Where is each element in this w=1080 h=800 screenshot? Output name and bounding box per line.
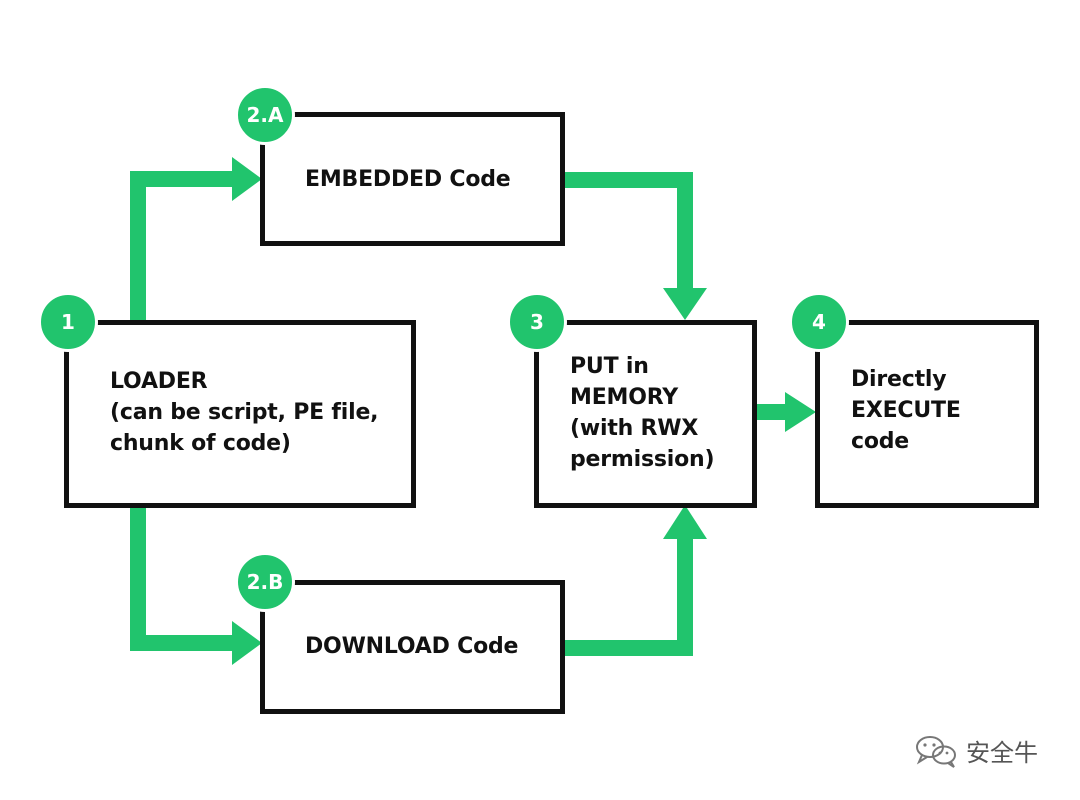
node-memory xyxy=(534,320,757,508)
node-embedded-badge: 2.A xyxy=(235,85,295,145)
node-memory-label: PUT in MEMORY (with RWX permission) xyxy=(570,354,715,472)
node-embedded-label: EMBEDDED Code xyxy=(305,167,511,192)
node-download-label: DOWNLOAD Code xyxy=(305,634,519,659)
watermark-text: 安全牛 xyxy=(966,739,1038,767)
node-loader-label: LOADER (can be script, PE file, chunk of… xyxy=(110,369,379,456)
node-loader xyxy=(64,320,416,508)
connector-loader-to-download xyxy=(130,505,262,665)
node-execute xyxy=(815,320,1039,508)
connector-loader-to-embedded xyxy=(130,157,262,321)
wechat-icon xyxy=(916,735,956,768)
node-download-badge: 2.B xyxy=(235,552,295,612)
connector-embedded-to-memory xyxy=(563,172,707,320)
node-embedded xyxy=(260,112,565,246)
watermark: 安全牛 xyxy=(914,733,1038,768)
node-memory-badge: 3 xyxy=(507,292,567,352)
node-execute-label: Directly EXECUTE code xyxy=(851,367,961,454)
node-download xyxy=(260,580,565,714)
node-loader-badge: 1 xyxy=(38,292,98,352)
node-execute-badge: 4 xyxy=(789,292,849,352)
connector-memory-to-execute xyxy=(755,392,816,432)
connector-download-to-memory xyxy=(563,505,707,656)
